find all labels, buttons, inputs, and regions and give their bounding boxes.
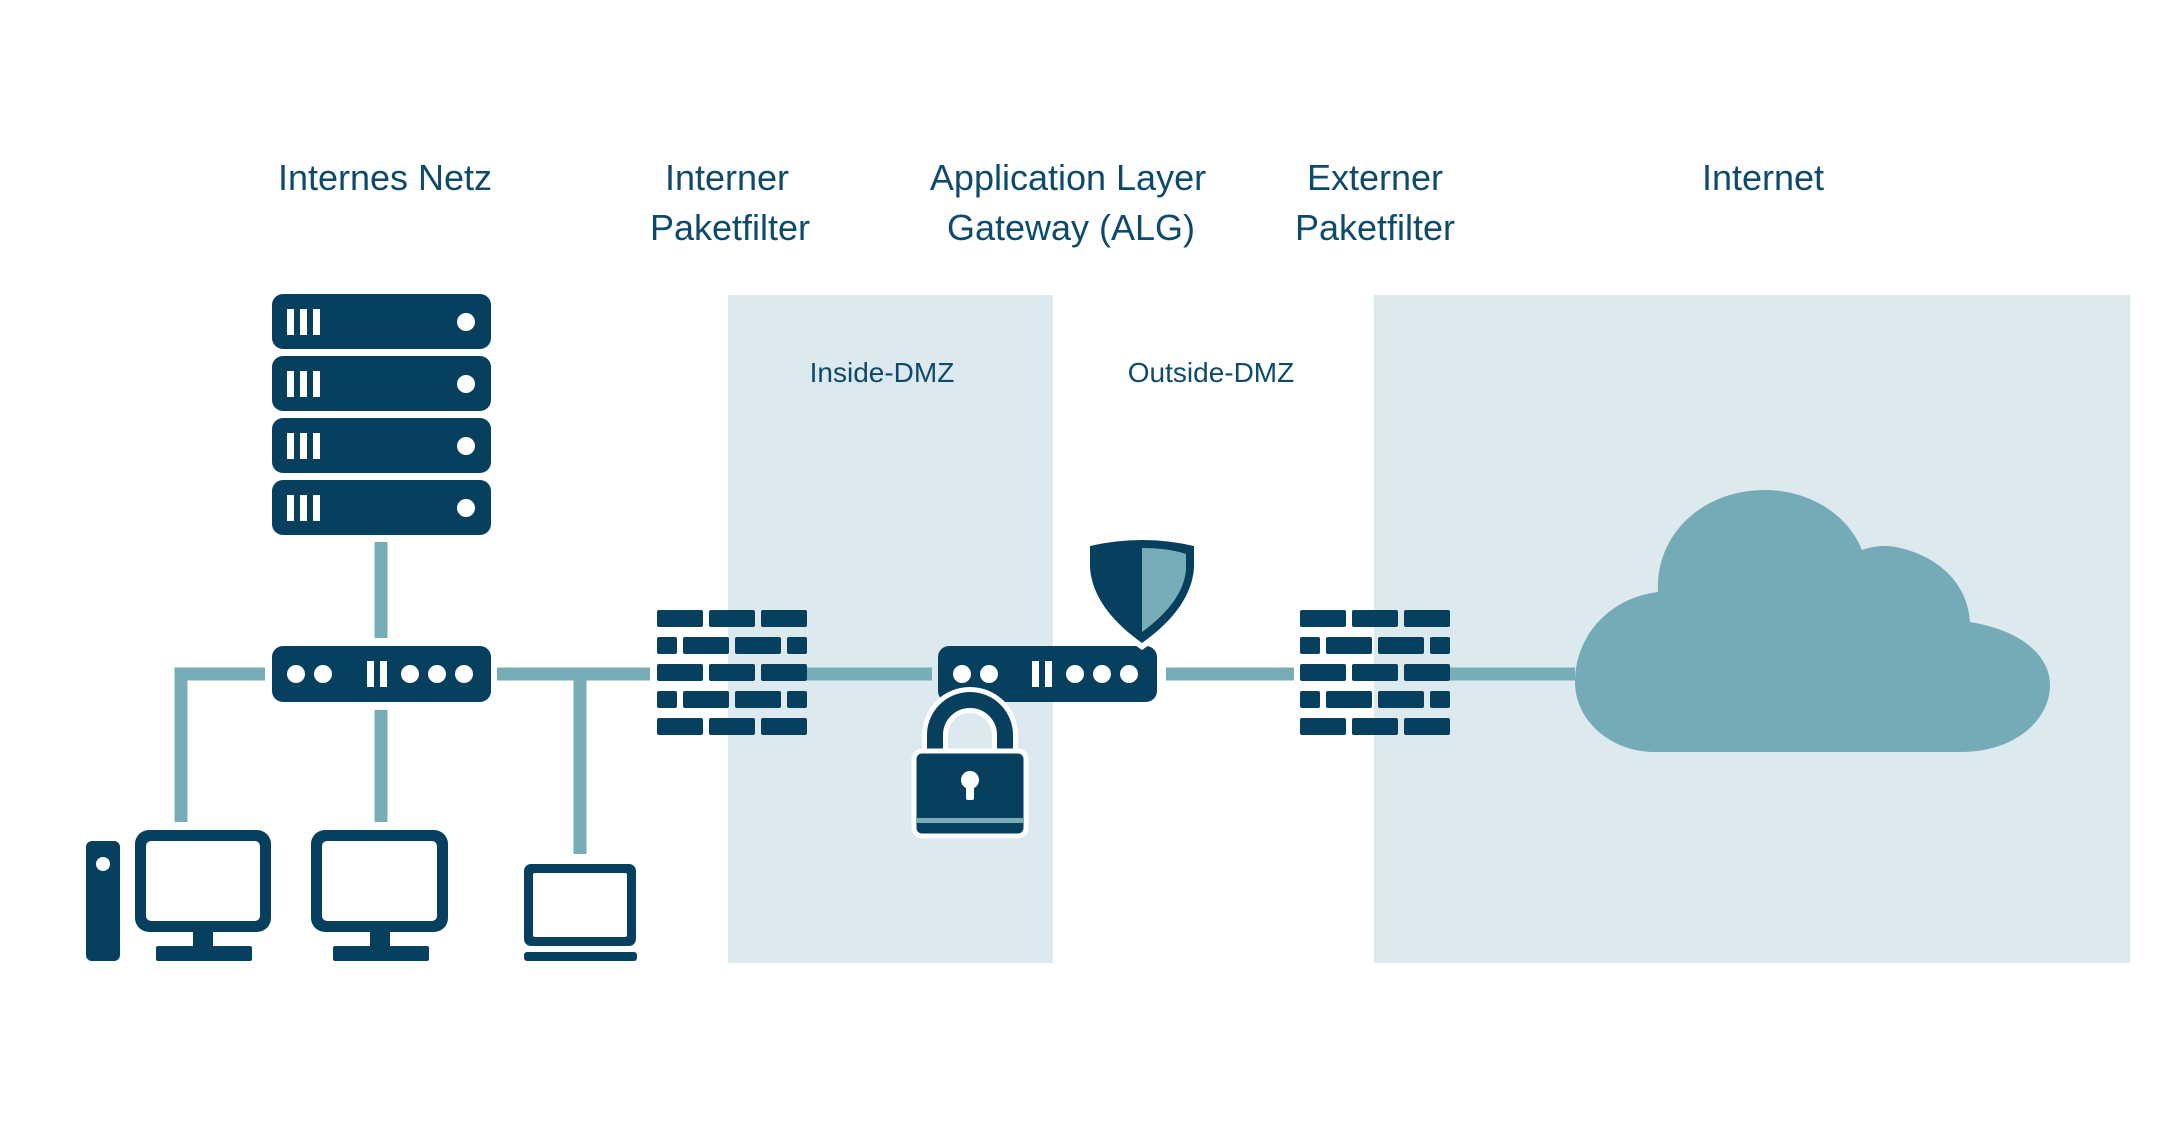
heading-external-filter-line2: Paketfilter <box>1295 207 1455 248</box>
heading-internal-network: Internes Netz <box>278 157 492 198</box>
shield-icon <box>1084 534 1200 650</box>
cloud-icon <box>1575 490 2050 752</box>
heading-internet: Internet <box>1702 157 1824 198</box>
line-switch-tower <box>174 667 265 822</box>
heading-external-filter-line1: Externer <box>1307 157 1443 198</box>
heading-internal-filter-line2: Paketfilter <box>650 207 810 248</box>
gateway-device-icon <box>938 646 1157 702</box>
laptop-icon <box>524 864 637 961</box>
server-unit <box>272 356 491 411</box>
heading-alg-line1: Application Layer <box>930 157 1206 198</box>
label-outside-dmz: Outside-DMZ <box>1128 357 1294 388</box>
server-unit <box>272 418 491 473</box>
server-unit <box>272 480 491 535</box>
server-unit <box>272 294 491 349</box>
label-inside-dmz: Inside-DMZ <box>810 357 955 388</box>
desktop-tower-icon <box>86 841 120 961</box>
firewall-icon <box>1300 610 1450 735</box>
firewall-icon <box>657 610 807 735</box>
padlock-icon <box>911 687 1029 839</box>
monitor-icon <box>135 830 271 961</box>
inside-dmz-zone <box>728 295 1053 963</box>
heading-internal-filter-line1: Interner <box>665 157 789 198</box>
connections <box>174 542 1575 854</box>
network-switch-icon <box>272 646 491 702</box>
monitor-icon <box>311 830 448 961</box>
server-rack-icon <box>272 294 491 535</box>
heading-alg-line2: Gateway (ALG) <box>947 207 1195 248</box>
